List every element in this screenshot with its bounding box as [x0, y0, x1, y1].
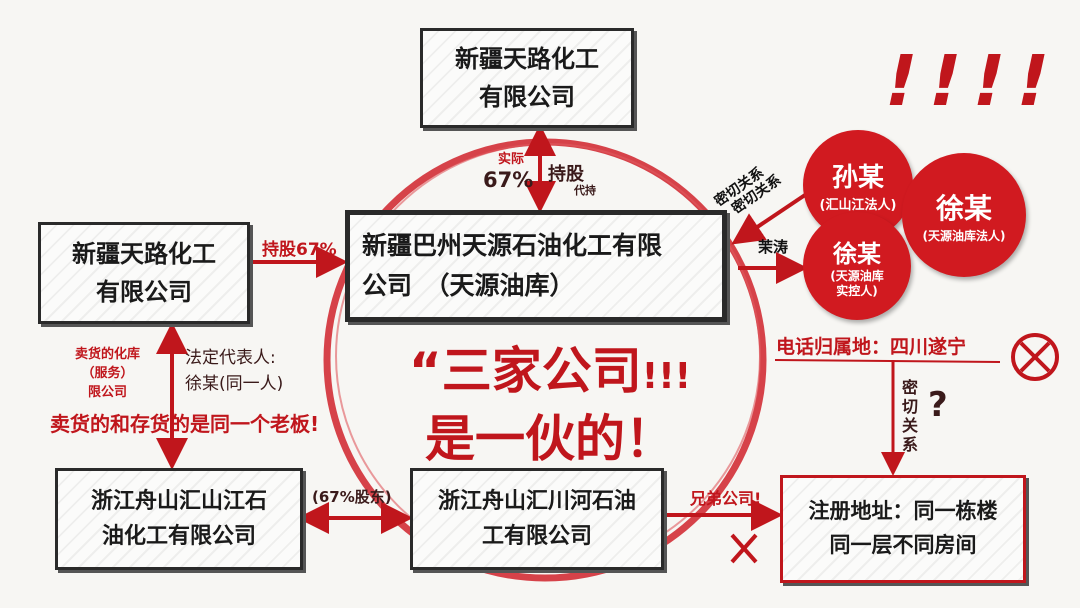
garbled-line: 卖货的化库 — [75, 347, 141, 362]
headline-line1: “三家公司 — [408, 342, 642, 400]
headline-line2: 是一伙的！ — [425, 410, 675, 468]
bottom-left-company-box: 浙江舟山汇山江石油化工有限公司 — [55, 468, 303, 570]
person-role: (天源油库法人) — [922, 228, 1006, 243]
legal-rep-name: 徐某(同一人) — [185, 374, 284, 394]
label-top-pct: 67% — [483, 168, 534, 192]
shareholder-label: (67%股东) — [312, 488, 392, 506]
company-name: 新疆天路化工 — [455, 44, 599, 73]
company-name: 新疆巴州天源石油化工有限 — [362, 231, 663, 260]
brother-label: 兄弟公司! — [690, 489, 762, 508]
exclamation-marks: !!!! — [876, 40, 1070, 122]
company-name: 有限公司 — [96, 278, 192, 306]
company-name: 油化工有限公司 — [101, 524, 256, 549]
company-name: 新疆天路化工 — [72, 239, 216, 268]
person-role: (汇山江法人) — [819, 198, 897, 213]
center-company-box: 新疆巴州天源石油化工有限公司 （天源油库） — [345, 210, 727, 322]
label-top-hold: 持股 — [548, 164, 584, 185]
close-rel-vertical: 密切关系 — [902, 378, 919, 454]
mao-tao-label: 茉涛 — [758, 238, 789, 256]
same-boss-label: 卖货的和存货的是同一个老板! — [50, 412, 320, 436]
circled-x-icon — [1011, 333, 1059, 381]
person-name: 孙某 — [831, 163, 884, 193]
person-role: (天源油库 实控人) — [830, 268, 884, 298]
person-xu-controller: 徐某(天源油库 实控人) — [803, 212, 911, 320]
person-name: 徐某 — [935, 191, 992, 225]
arrow-sun-center — [731, 193, 807, 245]
person-xu-legal: 徐某 (天源油库法人) — [902, 153, 1026, 277]
company-name: 有限公司 — [479, 83, 575, 111]
legal-rep: 法定代表人: 徐某(同一人) — [185, 345, 283, 397]
label-actual: 实际 — [498, 152, 525, 167]
question-mark: ? — [928, 385, 948, 425]
company-name: 浙江舟山汇山江石 — [90, 488, 267, 514]
company-name: 公司 （天源油库） — [362, 271, 575, 300]
address-text: 注册地址：同一栋楼 — [808, 499, 998, 524]
cross-icon — [730, 533, 758, 564]
label-left-hold: 持股67% — [262, 240, 337, 260]
headline-marks: !!! — [641, 356, 692, 397]
company-name: 浙江舟山汇川河石油 — [437, 488, 636, 514]
label-top-proxy: 代持 — [574, 184, 596, 197]
left-company-box: 新疆天路化工有限公司 — [38, 222, 250, 324]
company-name: 工有限公司 — [481, 524, 592, 549]
address-box: 注册地址：同一栋楼同一层不同房间 — [780, 475, 1026, 583]
legal-rep-title: 法定代表人: — [185, 348, 276, 368]
garbled-line: （服务） — [81, 366, 134, 381]
garbled-label: 卖货的化库 （服务） 限公司 — [75, 345, 140, 402]
address-text: 同一层不同房间 — [829, 533, 977, 557]
headline: “三家公司!!! 是一伙的！ — [385, 340, 715, 470]
garbled-line: 限公司 — [88, 385, 128, 400]
person-name: 徐某 — [833, 239, 881, 268]
bottom-center-company-box: 浙江舟山汇川河石油工有限公司 — [410, 468, 664, 570]
phone-label: 电话归属地：四川遂宁 — [776, 336, 967, 358]
top-company-box: 新疆天路化工有限公司 — [420, 28, 634, 128]
